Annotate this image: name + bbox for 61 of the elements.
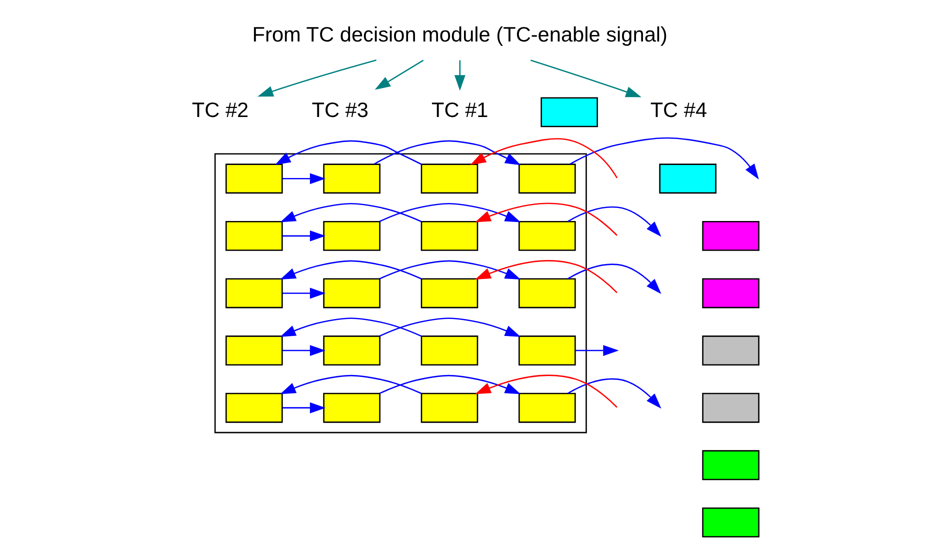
arrow (568, 206, 662, 237)
node-box (323, 164, 380, 194)
arrow (570, 137, 759, 180)
node-box (225, 164, 283, 194)
node-box (323, 278, 380, 308)
arrow (475, 260, 618, 294)
node-box (702, 220, 760, 251)
arrow (379, 318, 521, 337)
node-box (225, 220, 283, 251)
node-text: TC #2 (192, 99, 249, 122)
node-box (420, 392, 478, 423)
node-box (702, 507, 760, 538)
node-box (518, 278, 576, 308)
node-box (702, 336, 760, 366)
arrow (374, 140, 521, 166)
arrow (282, 288, 326, 299)
arrow (475, 374, 618, 408)
node-box (225, 336, 283, 366)
node-text: TC #3 (312, 99, 368, 122)
arrow (379, 260, 521, 280)
arrow (280, 374, 422, 394)
arrow (379, 203, 521, 222)
node-box (518, 220, 576, 251)
node-box (323, 220, 380, 251)
node-box (659, 164, 716, 194)
node-box (540, 97, 598, 128)
node-box (225, 278, 283, 308)
node-box (323, 336, 380, 366)
node-box (518, 392, 576, 423)
arrow (280, 260, 422, 280)
node-text: TC #4 (650, 99, 708, 122)
node-box (420, 220, 478, 251)
node-box (702, 392, 760, 423)
arrow (575, 345, 619, 356)
arrow (282, 173, 326, 184)
arrow (282, 345, 326, 356)
node-box (518, 164, 576, 194)
arrow (280, 318, 422, 337)
node-box (420, 336, 478, 366)
node-box (702, 278, 760, 308)
arrow (454, 60, 466, 91)
arrow (374, 60, 424, 90)
node-box (702, 450, 760, 480)
arrow (274, 140, 422, 165)
node-text: TC #1 (432, 99, 488, 122)
arrow (280, 203, 422, 222)
node-text: From TC decision module (TC-enable signal) (252, 24, 668, 47)
arrow (470, 138, 618, 178)
arrow (282, 230, 326, 242)
node-box (225, 392, 283, 423)
node-box (420, 278, 478, 308)
arrow (568, 378, 662, 409)
arrow (475, 202, 618, 236)
node-box (420, 164, 478, 194)
arrow (568, 264, 662, 294)
arrow (282, 402, 326, 414)
node-box (323, 392, 380, 423)
arrow (379, 374, 521, 394)
arrow (258, 60, 376, 97)
node-box (518, 336, 576, 366)
arrow (530, 60, 642, 98)
